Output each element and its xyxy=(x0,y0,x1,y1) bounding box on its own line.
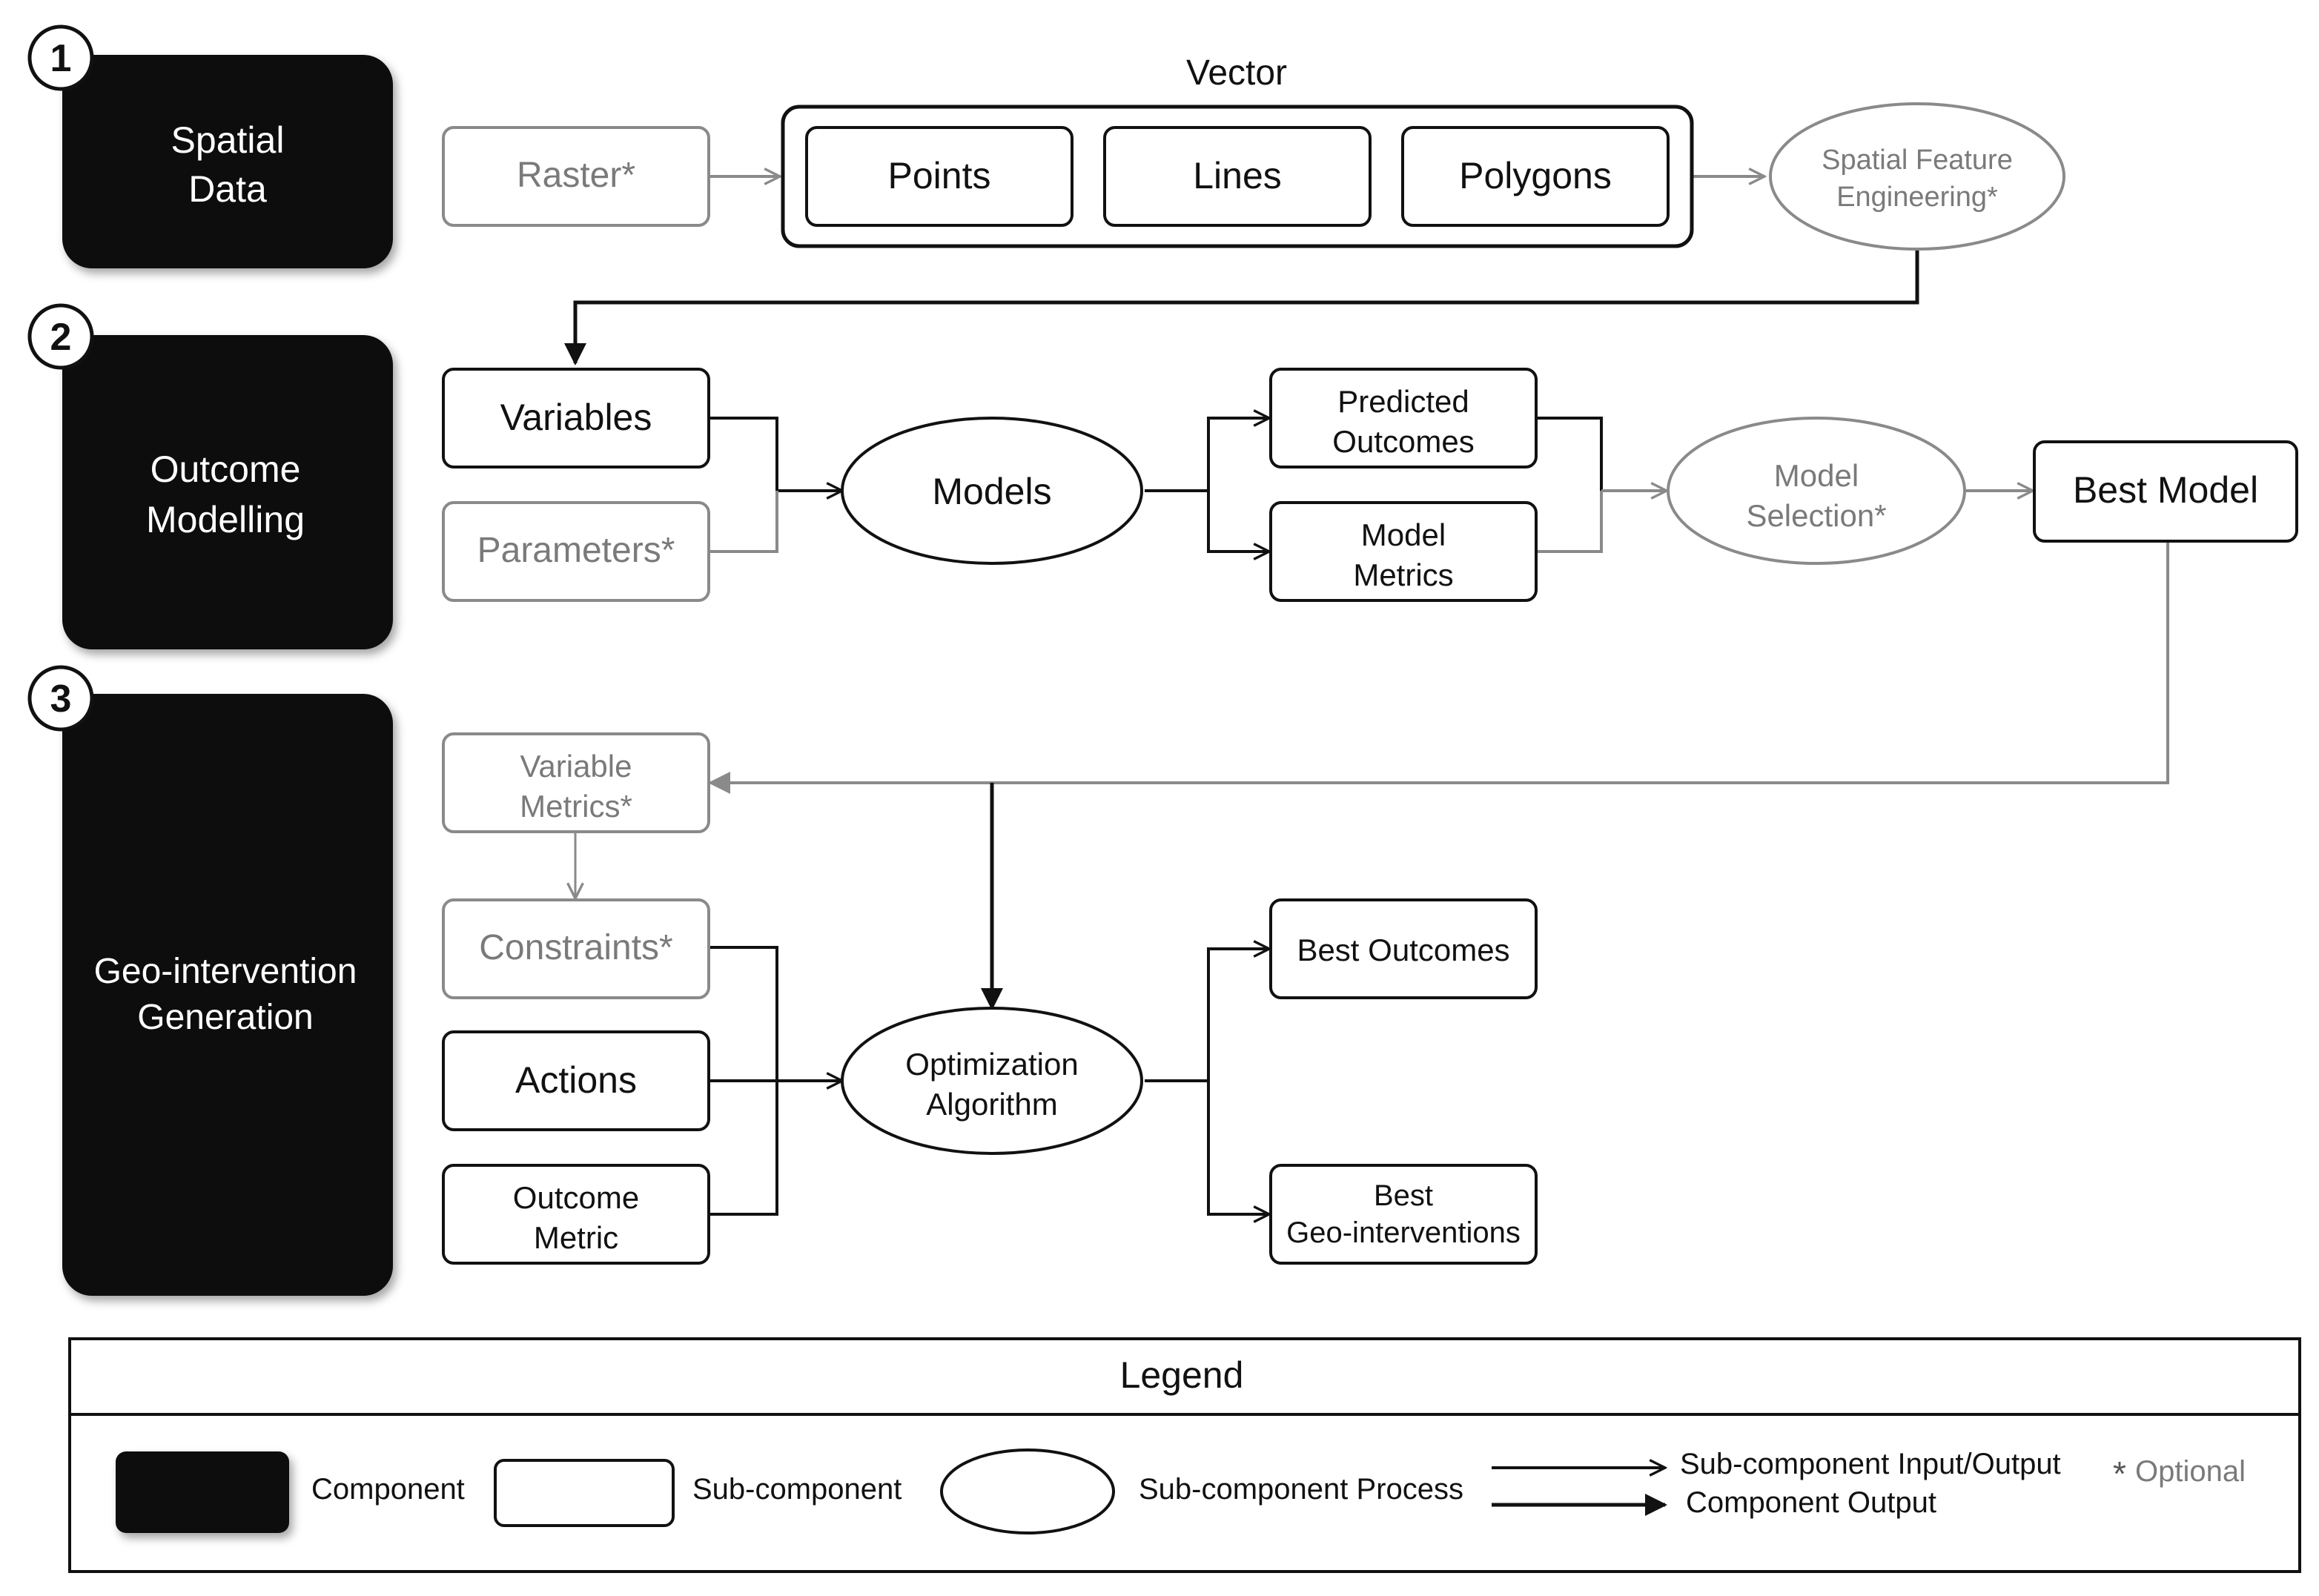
variable-metrics-line-2: Metrics* xyxy=(520,789,632,824)
model-selection-line-2: Selection* xyxy=(1746,498,1886,533)
step-number-1: 1 xyxy=(27,24,94,91)
legend-component-output-label: Component Output xyxy=(1686,1486,1936,1519)
arrow-best-model-to-variable-metrics xyxy=(708,543,2169,794)
actions-label: Actions xyxy=(515,1059,637,1101)
component-spatial-data-line-2: Data xyxy=(188,168,267,210)
svg-text:3: 3 xyxy=(50,678,72,721)
variables-box: Variables xyxy=(442,368,710,468)
optimization-algorithm-ellipse: Optimization Algorithm xyxy=(841,1007,1143,1155)
legend-optional-label: Optional xyxy=(2135,1455,2246,1488)
component-spatial-data-line-1: Spatial xyxy=(171,119,285,161)
lines-label: Lines xyxy=(1193,155,1282,196)
model-metrics-line-2: Metrics xyxy=(1353,557,1453,592)
predicted-outcomes-line-2: Outcomes xyxy=(1332,424,1474,459)
svg-text:1: 1 xyxy=(50,37,72,80)
raster-box: Raster* xyxy=(442,126,710,227)
arrow-feature-engineering-to-variables xyxy=(564,249,1919,365)
component-outcome-modelling-line-2: Modelling xyxy=(146,499,305,540)
parameters-box: Parameters* xyxy=(442,501,710,602)
legend-sub-component-label: Sub-component xyxy=(692,1473,902,1506)
outcome-metric-line-1: Outcome xyxy=(513,1180,639,1215)
polygons-label: Polygons xyxy=(1459,155,1612,196)
variables-label: Variables xyxy=(500,397,652,438)
raster-label: Raster* xyxy=(517,156,635,195)
lines-box: Lines xyxy=(1103,126,1372,227)
component-spatial-data: Spatial Data xyxy=(62,55,393,268)
best-model-label: Best Model xyxy=(2073,469,2258,511)
component-outcome-modelling-line-1: Outcome xyxy=(150,448,301,490)
step-number-3: 3 xyxy=(27,665,94,732)
best-model-box: Best Model xyxy=(2033,440,2298,543)
predicted-outcomes-line-1: Predicted xyxy=(1337,384,1469,419)
model-metrics-box: Model Metrics xyxy=(1269,501,1538,602)
models-label: Models xyxy=(932,471,1051,512)
outcome-metric-line-2: Metric xyxy=(534,1220,618,1255)
variable-metrics-box: Variable Metrics* xyxy=(442,732,710,833)
legend-sub-component-swatch xyxy=(494,1459,675,1527)
variable-metrics-line-1: Variable xyxy=(520,749,632,784)
line-model-metrics-to-selection xyxy=(1536,491,1603,553)
legend-component-swatch xyxy=(116,1451,289,1533)
arrow-models-to-model-metrics xyxy=(1207,491,1269,552)
parameters-label: Parameters* xyxy=(477,531,675,570)
arrow-variables-to-models xyxy=(710,417,842,491)
best-geo-interventions-line-1: Best xyxy=(1374,1179,1433,1212)
svg-text:2: 2 xyxy=(50,316,72,359)
component-outcome-modelling: Outcome Modelling xyxy=(62,335,393,649)
model-selection-ellipse: Model Selection* xyxy=(1667,417,1966,565)
best-outcomes-label: Best Outcomes xyxy=(1297,933,1509,967)
optimization-line-2: Algorithm xyxy=(926,1087,1057,1122)
legend-process-label: Sub-component Process xyxy=(1139,1473,1463,1506)
constraints-box: Constraints* xyxy=(442,898,710,999)
line-parameters-to-models xyxy=(710,491,778,553)
constraints-label: Constraints* xyxy=(479,928,672,967)
points-box: Points xyxy=(805,126,1074,227)
legend-input-output-label: Sub-component Input/Output xyxy=(1680,1448,2061,1480)
best-geo-interventions-box: Best Geo-interventions xyxy=(1269,1164,1538,1265)
arrow-optimization-to-best-geo-interventions xyxy=(1207,1081,1269,1214)
actions-box: Actions xyxy=(442,1030,710,1131)
spatial-feature-engineering-ellipse: Spatial Feature Engineering* xyxy=(1769,102,2065,251)
arrow-models-to-predicted-outcomes xyxy=(1145,418,1269,492)
component-geo-intervention-line-2: Generation xyxy=(137,998,314,1037)
arrow-optimization-to-best-outcomes xyxy=(1145,949,1269,1082)
outcome-metric-box: Outcome Metric xyxy=(442,1164,710,1265)
component-geo-intervention-generation: Geo-intervention Generation xyxy=(62,694,393,1296)
legend-optional-marker: * xyxy=(2113,1454,2126,1493)
points-label: Points xyxy=(888,155,991,196)
connectors xyxy=(564,176,2169,1216)
vector-title: Vector xyxy=(1186,53,1287,93)
step-number-2: 2 xyxy=(27,303,94,370)
feature-engineering-line-1: Spatial Feature xyxy=(1822,145,2013,176)
legend-title: Legend xyxy=(1120,1354,1244,1396)
predicted-outcomes-box: Predicted Outcomes xyxy=(1269,368,1538,468)
model-metrics-line-1: Model xyxy=(1361,517,1446,552)
best-outcomes-box: Best Outcomes xyxy=(1269,898,1538,999)
feature-engineering-line-2: Engineering* xyxy=(1836,182,1998,213)
optimization-line-1: Optimization xyxy=(905,1047,1078,1082)
line-predicted-outcomes-to-selection xyxy=(1536,417,1603,491)
line-outcome-metric-to-optimization xyxy=(710,1081,778,1216)
legend: Legend Component Sub-component Sub-compo… xyxy=(68,1337,2301,1573)
component-geo-intervention-line-1: Geo-intervention xyxy=(94,952,357,991)
polygons-box: Polygons xyxy=(1401,126,1670,227)
line-constraints-to-optimization xyxy=(710,946,778,1081)
legend-process-swatch xyxy=(940,1448,1115,1534)
models-ellipse: Models xyxy=(841,417,1143,565)
model-selection-line-1: Model xyxy=(1774,458,1859,493)
best-geo-interventions-line-2: Geo-interventions xyxy=(1286,1216,1521,1249)
legend-component-label: Component xyxy=(311,1473,465,1506)
